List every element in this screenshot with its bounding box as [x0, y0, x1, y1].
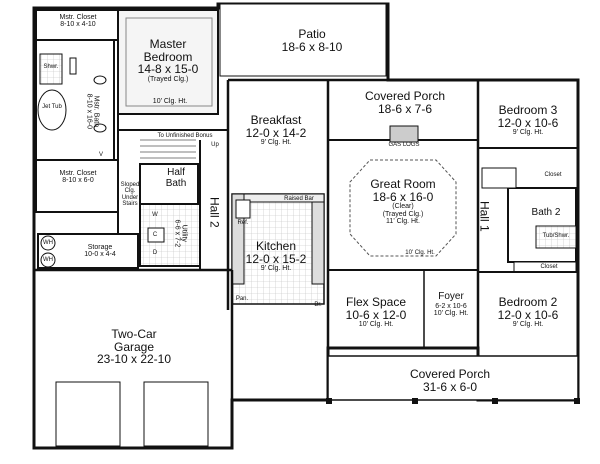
- sink-2: [93, 123, 107, 133]
- patio-area: [219, 3, 387, 77]
- closet-a-label: Closet: [544, 172, 562, 178]
- garage-door-left: [55, 381, 121, 447]
- kitchen-counter-right: [311, 201, 325, 285]
- master-clg-label: 10' Clg. Ht.: [152, 98, 188, 105]
- ref-label: Ref.: [237, 220, 249, 226]
- water-heater-1: [40, 235, 56, 251]
- br-label: Br.: [314, 302, 322, 308]
- sloped-clg-label: Sloped Clg. Under Stairs: [120, 182, 140, 207]
- shower-stall: [39, 53, 63, 85]
- half-bath-walls: [139, 163, 199, 205]
- pan-label: Pan.: [235, 296, 249, 302]
- great-room-tray: [349, 159, 457, 257]
- toilet: [69, 57, 77, 75]
- shower-label: Shwr.: [43, 64, 59, 70]
- gr-lower-clg-label: 10' Clg. Ht.: [405, 250, 435, 256]
- w-label: W: [152, 212, 158, 218]
- raised-bar-counter: [243, 193, 325, 203]
- gas-logs-label: GAS LOGS: [388, 142, 420, 148]
- water-heater-2: [40, 252, 56, 268]
- d-label: D: [152, 250, 158, 256]
- hall-2-label: Hall 2: [207, 196, 222, 228]
- tub-shower-label: Tub/Shwr.: [542, 233, 570, 239]
- closet-b-label: Closet: [540, 264, 558, 270]
- closet-a-box: [481, 167, 517, 189]
- raised-bar-label: Raised Bar: [284, 196, 314, 202]
- refrigerator: [235, 199, 251, 219]
- covered-porch-bottom-area: [327, 355, 579, 401]
- wh1-label: WH: [43, 240, 53, 246]
- wh2-label: WH: [43, 257, 53, 263]
- sink-1: [93, 75, 107, 85]
- jet-tub-label: Jet Tub: [42, 104, 62, 110]
- hall-1-label: Hall 1: [477, 200, 492, 232]
- up-label: Up: [211, 142, 219, 148]
- bath2-label: Bath 2: [531, 207, 561, 218]
- tray-ceiling-outline: [125, 17, 213, 107]
- mstr-closet-top-walls: [35, 9, 119, 41]
- stairs: [140, 139, 196, 165]
- tub-shower: [535, 225, 577, 249]
- garage-door-right: [143, 381, 209, 447]
- fireplace: [389, 125, 419, 143]
- porch-columns: [326, 398, 580, 404]
- c-label: C: [152, 232, 158, 238]
- master-bedroom-walls: [117, 9, 219, 115]
- mstr-closet-bottom-walls: [35, 159, 119, 213]
- bath2-walls: [507, 187, 577, 263]
- bonus-label: To Unfinished Bonus: [157, 133, 213, 139]
- jet-tub: [37, 89, 67, 131]
- v-label: V: [98, 152, 103, 158]
- dryer-box: [147, 227, 165, 243]
